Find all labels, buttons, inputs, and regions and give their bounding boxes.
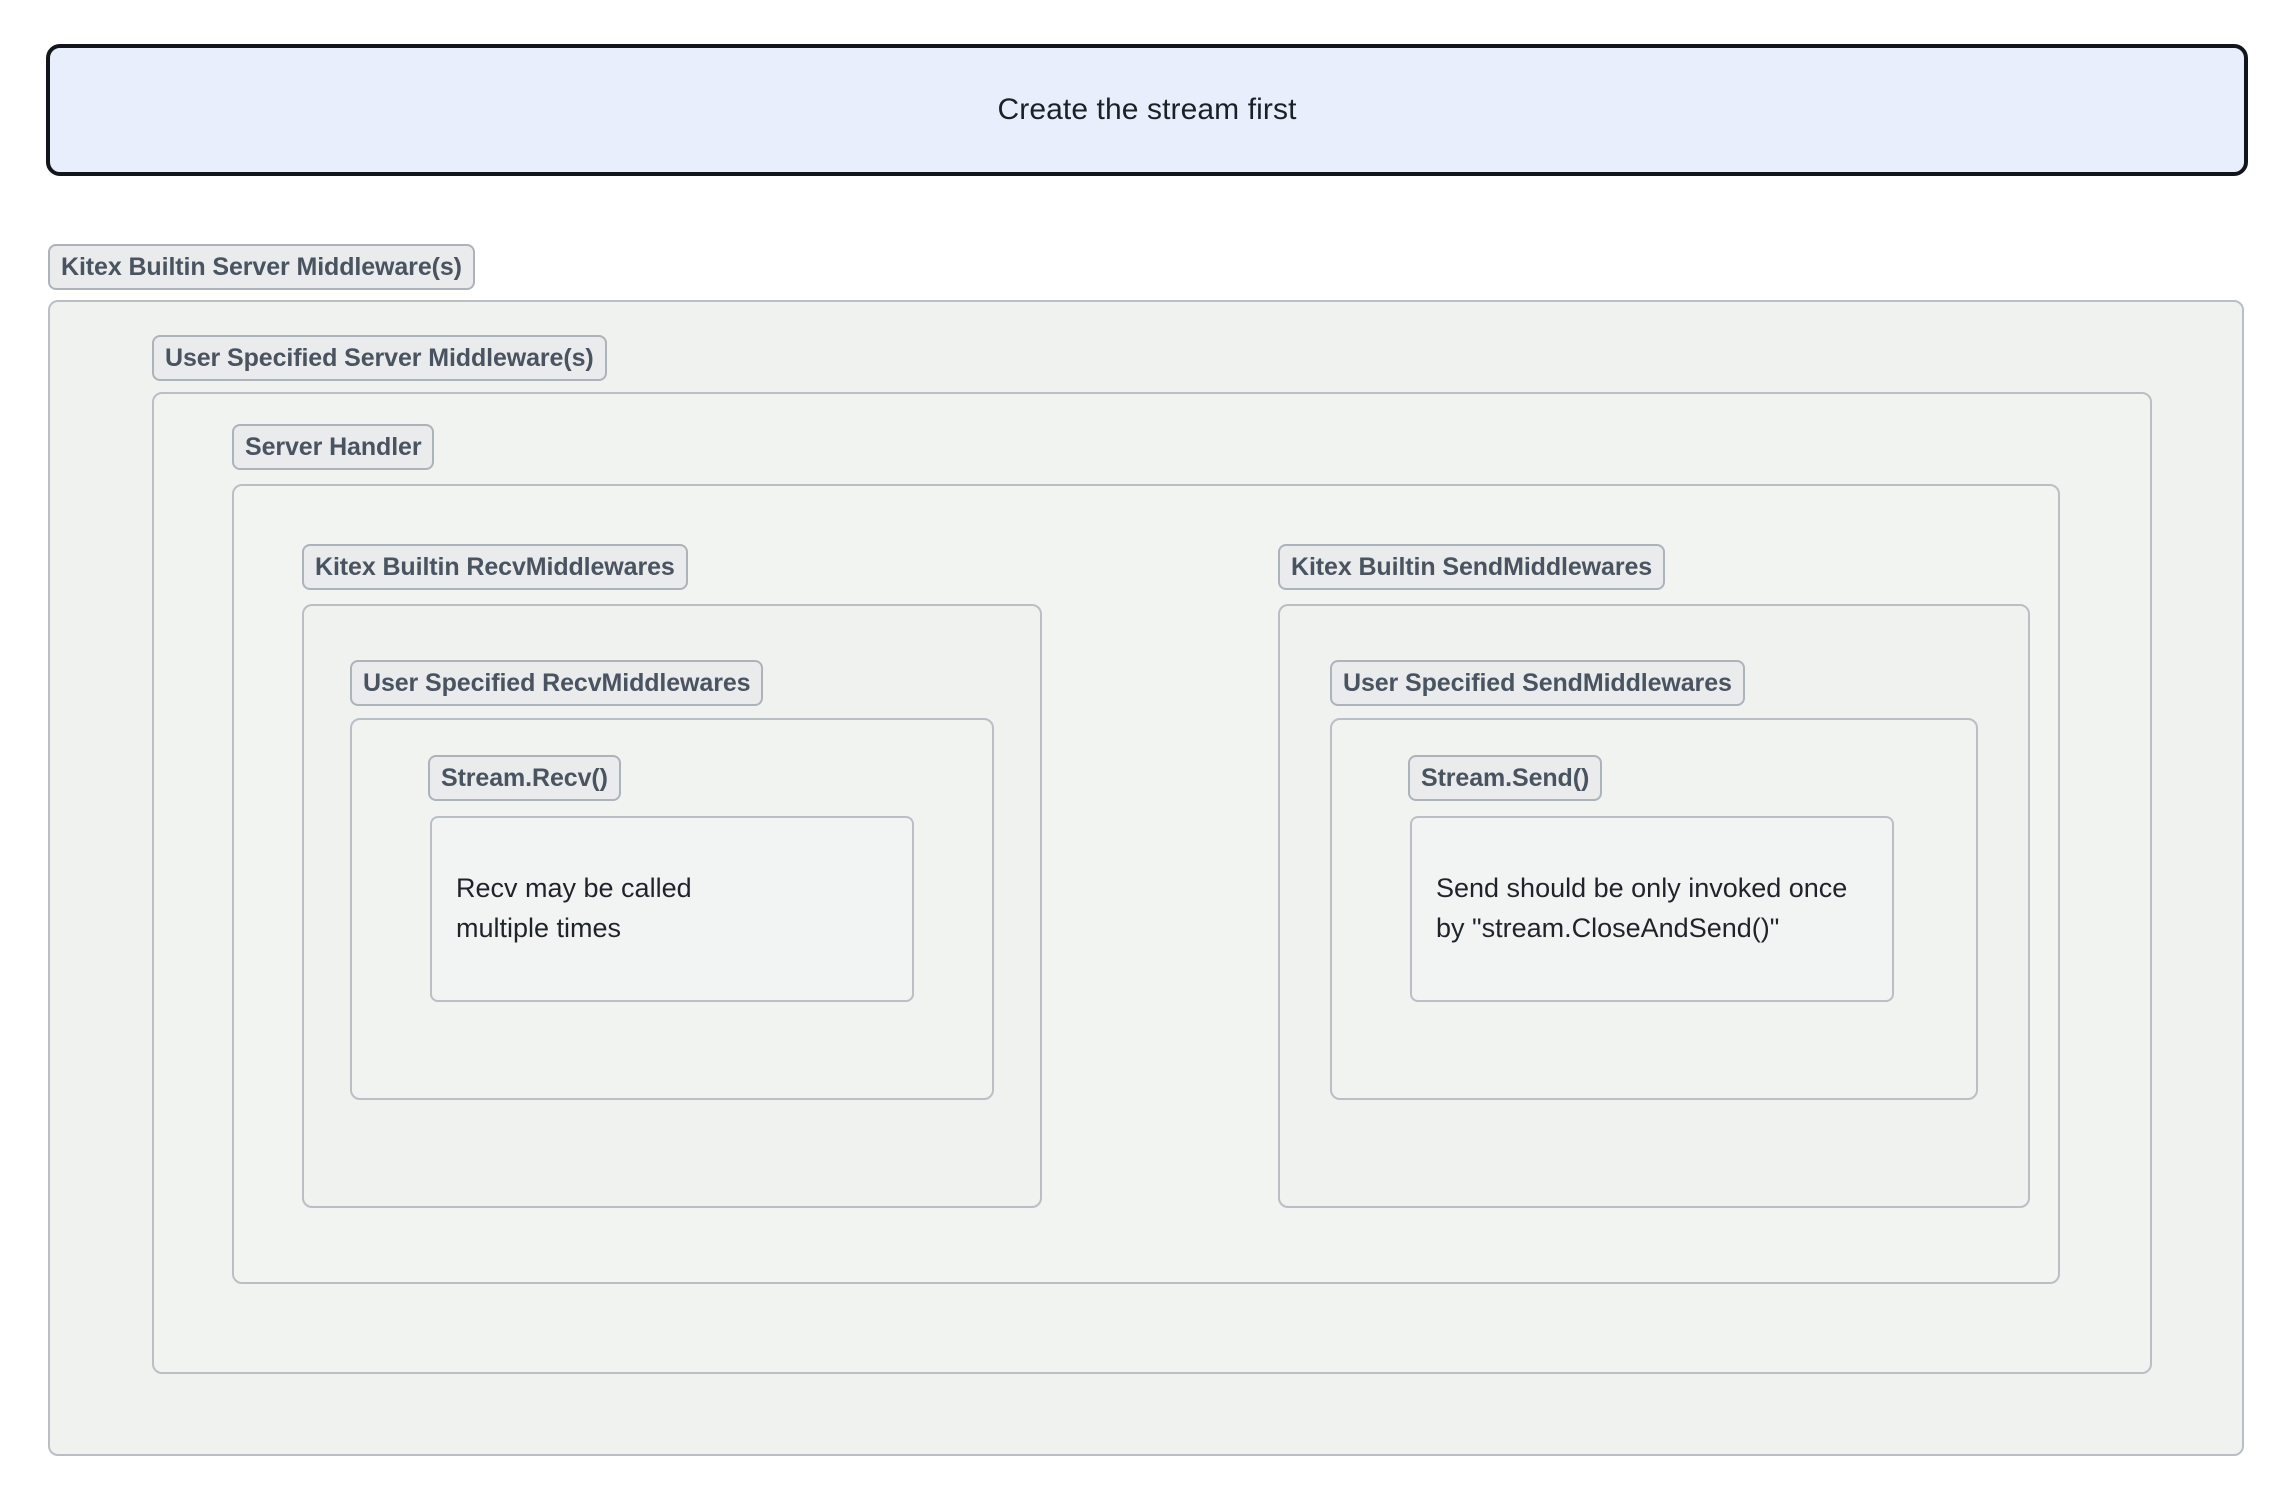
label-kitex-builtin-send-middlewares: Kitex Builtin SendMiddlewares — [1278, 544, 1666, 590]
note-recv-multiple-times: Recv may be called multiple times — [430, 816, 914, 1002]
label-stream-recv-call: Stream.Recv() — [428, 755, 621, 801]
label-stream-send-call: Stream.Send() — [1408, 755, 1603, 801]
label-kitex-builtin-server-middlewares: Kitex Builtin Server Middleware(s) — [48, 244, 475, 290]
note-send-close-and-send-text: Send should be only invoked once by "str… — [1436, 873, 1848, 943]
label-kitex-builtin-recv-middlewares: Kitex Builtin RecvMiddlewares — [302, 544, 688, 590]
label-user-specified-recv-middlewares: User Specified RecvMiddlewares — [350, 660, 764, 706]
label-server-handler: Server Handler — [232, 424, 435, 470]
note-send-close-and-send: Send should be only invoked once by "str… — [1410, 816, 1894, 1002]
label-user-specified-server-middlewares: User Specified Server Middleware(s) — [152, 335, 607, 381]
create-stream-banner: Create the stream first — [46, 44, 2248, 176]
label-user-specified-send-middlewares: User Specified SendMiddlewares — [1330, 660, 1745, 706]
create-stream-banner-text: Create the stream first — [997, 93, 1297, 126]
note-recv-multiple-times-text: Recv may be called multiple times — [456, 873, 692, 943]
